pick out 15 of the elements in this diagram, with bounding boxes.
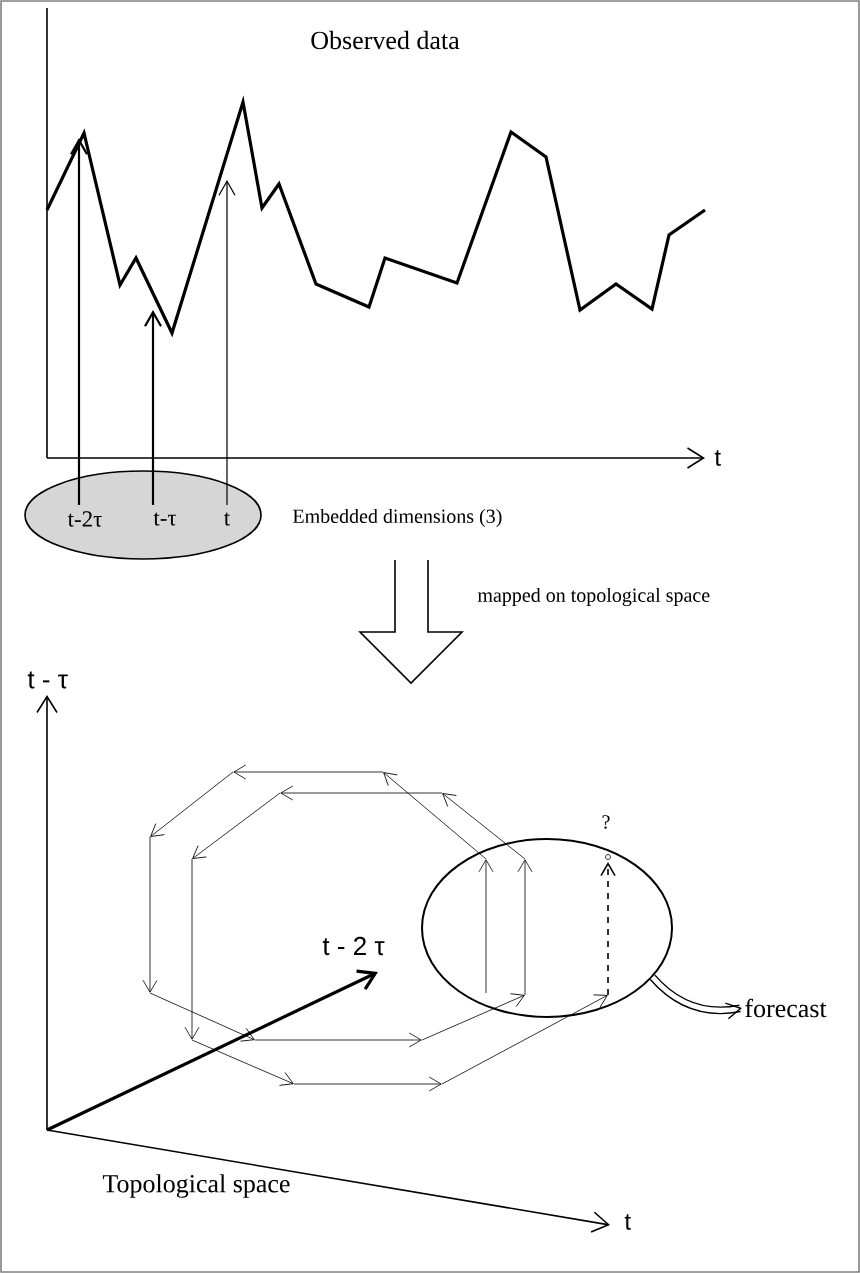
ellipse-node: t-2τ t-τ t <box>24 470 262 560</box>
caption-label: Topological space <box>102 1174 290 1198</box>
dimension-label: Embedded dimensions (3) <box>292 508 502 528</box>
arrow <box>144 310 162 505</box>
forecast-label: forecast <box>745 998 827 1018</box>
title-label: Observed data <box>311 30 460 50</box>
mapping-label: mapped on topological space <box>477 587 710 607</box>
axis-label: t - τ <box>27 671 68 689</box>
curved-arrow <box>649 974 742 1020</box>
axis-label: t <box>714 450 721 466</box>
arrow <box>218 180 236 506</box>
axis-label: t <box>624 1214 631 1230</box>
arrow <box>70 138 88 505</box>
ellipse-region <box>421 838 673 1018</box>
axis-label: t - 2 τ <box>322 936 385 956</box>
